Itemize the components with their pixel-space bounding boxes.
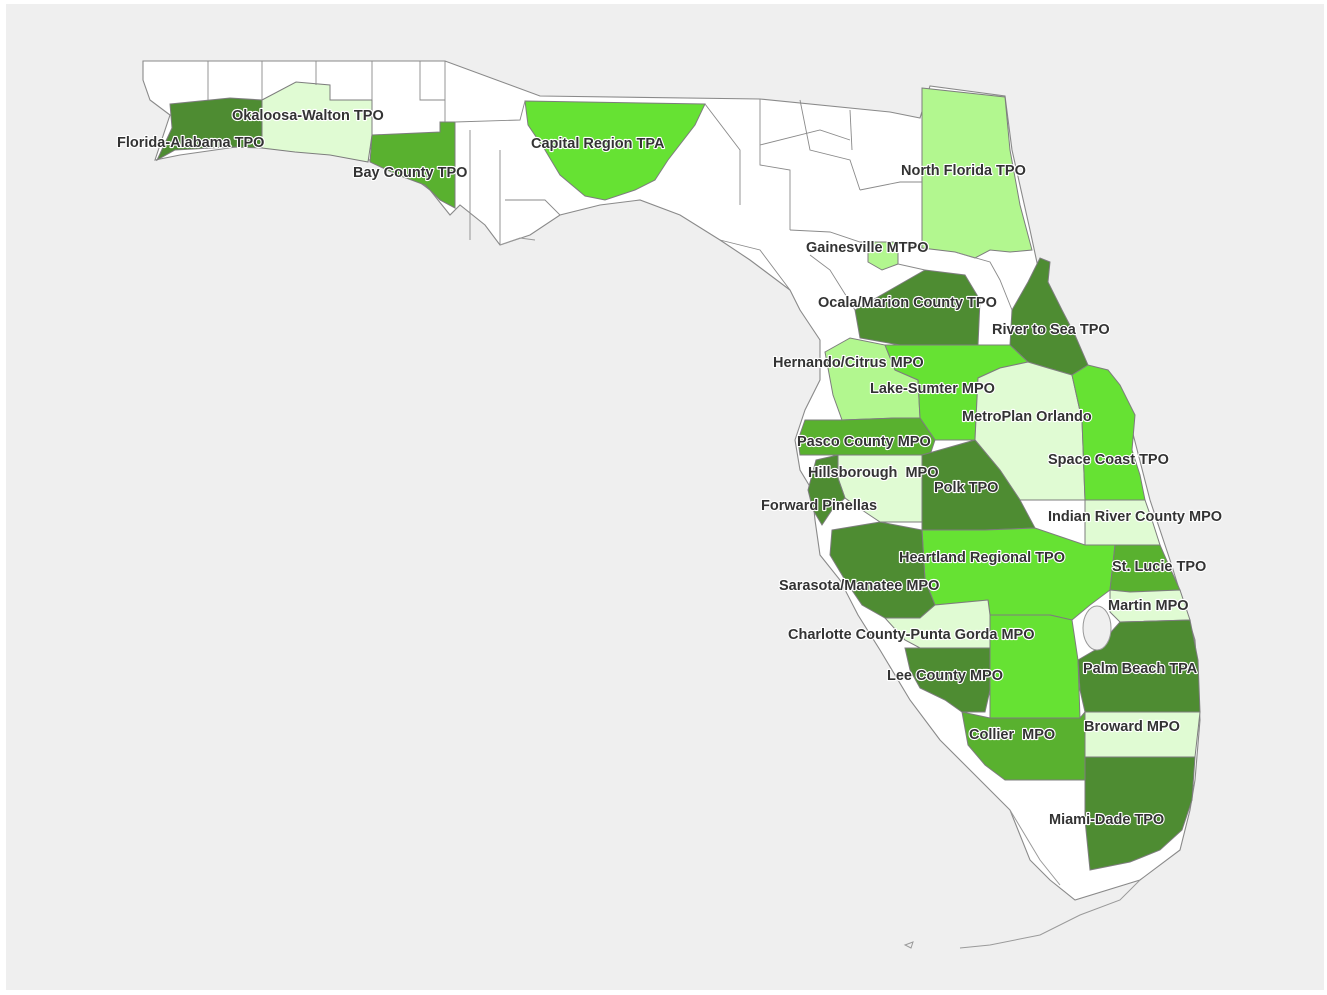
region-capital-region-tpa[interactable] <box>524 100 706 201</box>
label-metroplan-orlando[interactable]: MetroPlan Orlando <box>961 408 1093 426</box>
label-forward-pinellas[interactable]: Forward Pinellas <box>760 497 878 515</box>
label-hernando-citrus-mpo[interactable]: Hernando/Citrus MPO <box>772 354 925 372</box>
region-florida-alabama-tpo[interactable] <box>155 97 263 162</box>
label-st-lucie-tpo[interactable]: St. Lucie TPO <box>1111 558 1207 576</box>
florida-mpo-map[interactable]: Florida-Alabama TPO Okaloosa-Walton TPO … <box>6 4 1324 990</box>
region-north-florida-tpo[interactable] <box>921 87 1033 259</box>
label-space-coast-tpo[interactable]: Space Coast TPO <box>1047 451 1170 469</box>
region-gainesville-mtpo[interactable] <box>867 241 899 271</box>
label-palm-beach-tpa[interactable]: Palm Beach TPA <box>1082 660 1199 678</box>
region-bay-county-tpo[interactable] <box>369 121 456 209</box>
region-sarasota-manatee-mpo[interactable] <box>829 521 936 619</box>
county-boundaries <box>207 61 1013 311</box>
region-pasco-county-mpo[interactable] <box>797 417 936 456</box>
region-miami-dade-tpo[interactable] <box>1084 756 1196 871</box>
region-ocala-marion-county-tpo[interactable] <box>854 269 981 346</box>
label-heartland-regional-tpo[interactable]: Heartland Regional TPO <box>898 549 1066 567</box>
label-collier-mpo[interactable]: Collier MPO <box>968 726 1056 744</box>
label-miami-dade-tpo[interactable]: Miami-Dade TPO <box>1048 811 1165 829</box>
label-broward-mpo[interactable]: Broward MPO <box>1083 718 1181 736</box>
label-lake-sumter-mpo[interactable]: Lake-Sumter MPO <box>869 380 996 398</box>
label-river-to-sea-tpo[interactable]: River to Sea TPO <box>991 321 1111 339</box>
label-okaloosa-walton-tpo[interactable]: Okaloosa-Walton TPO <box>231 107 385 125</box>
label-bay-county-tpo[interactable]: Bay County TPO <box>352 164 469 182</box>
label-sarasota-manatee-mpo[interactable]: Sarasota/Manatee MPO <box>778 577 941 595</box>
label-charlotte-county-punta-gorda-mpo[interactable]: Charlotte County-Punta Gorda MPO <box>787 626 1036 644</box>
label-polk-tpo[interactable]: Polk TPO <box>933 479 1000 497</box>
region-labels: Florida-Alabama TPO Okaloosa-Walton TPO … <box>116 107 1223 829</box>
label-pasco-county-mpo[interactable]: Pasco County MPO <box>796 433 932 451</box>
label-martin-mpo[interactable]: Martin MPO <box>1107 597 1190 615</box>
label-ocala-marion-county-tpo[interactable]: Ocala/Marion County TPO <box>817 294 998 312</box>
region-forward-pinellas[interactable] <box>807 454 846 526</box>
region-space-coast-tpo[interactable] <box>1071 364 1146 501</box>
label-north-florida-tpo[interactable]: North Florida TPO <box>900 162 1027 180</box>
map-panel: Florida-Alabama TPO Okaloosa-Walton TPO … <box>6 4 1324 990</box>
label-indian-river-county-mpo[interactable]: Indian River County MPO <box>1047 508 1223 526</box>
label-hillsborough-mpo[interactable]: Hillsborough MPO <box>807 464 940 482</box>
coastline-details <box>499 237 1141 949</box>
label-gainesville-mtpo[interactable]: Gainesville MTPO <box>805 239 930 257</box>
label-florida-alabama-tpo[interactable]: Florida-Alabama TPO <box>116 134 266 152</box>
label-capital-region-tpa[interactable]: Capital Region TPA <box>530 135 666 153</box>
label-lee-county-mpo[interactable]: Lee County MPO <box>886 667 1004 685</box>
